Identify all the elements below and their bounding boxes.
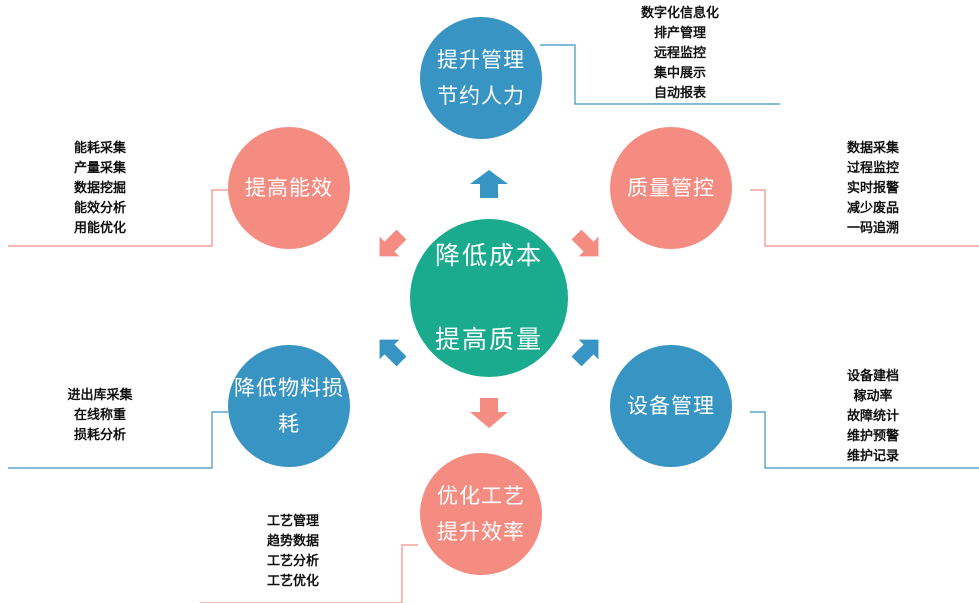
node-bottom: 优化工艺 提升效率 [420,453,542,575]
node-lower-left-label: 降低物料损 耗 [234,376,344,436]
list-item: 排产管理 [653,26,706,41]
list-item: 产量采集 [73,161,126,176]
list-item: 一码追溯 [846,221,899,236]
list-item: 进出库采集 [67,388,133,403]
node-top: 提升管理 节约人力 [420,17,542,139]
list-item: 故障统计 [846,409,899,424]
list-item: 维护记录 [846,449,899,464]
list-item: 自动报表 [653,86,706,101]
center-label: 降低成本 提高质量 [435,193,543,403]
list-item: 工艺管理 [266,514,319,529]
list-item: 数据挖掘 [73,181,126,196]
arrow-upper-left-icon [379,229,407,257]
arrow-up-icon [470,170,508,198]
list-lower-left: 进出库采集 在线称重 损耗分析 [50,386,150,446]
list-item: 稼动率 [853,389,893,404]
leader-line-upper-right [750,189,979,247]
list-item: 数字化信息化 [640,6,719,21]
node-lower-left: 降低物料损 耗 [228,345,350,467]
list-item: 能效分析 [73,201,126,216]
list-item: 减少废品 [846,201,899,216]
list-item: 在线称重 [73,408,126,423]
list-item: 用能优化 [73,221,126,236]
list-lower-right: 设备建档 稼动率 故障统计 维护预警 维护记录 [828,367,918,467]
list-item: 集中展示 [653,66,706,81]
list-bottom: 工艺管理 趋势数据 工艺分析 工艺优化 [248,512,338,592]
list-item: 维护预警 [846,429,899,444]
list-upper-right: 数据采集 过程监控 实时报警 减少废品 一码追溯 [828,139,918,239]
center-label-line1: 降低成本 [434,241,543,270]
list-item: 损耗分析 [73,428,126,443]
node-bottom-label: 优化工艺 提升效率 [437,484,525,544]
node-lower-right-label: 设备管理 [627,394,715,418]
list-item: 远程监控 [653,46,706,61]
node-upper-right: 质量管控 [610,127,732,249]
list-item: 设备建档 [846,369,899,384]
arrow-lower-right-icon [571,339,599,367]
list-item: 数据采集 [846,141,899,156]
list-item: 实时报警 [846,181,899,196]
leader-line-bottom [200,544,418,603]
list-item: 工艺分析 [266,554,319,569]
arrow-lower-left-icon [379,339,407,367]
leader-line-lower-right [750,411,979,469]
leader-line-top [540,44,780,105]
node-upper-right-label: 质量管控 [627,176,715,200]
list-item: 工艺优化 [266,574,319,589]
node-lower-right: 设备管理 [610,345,732,467]
center-circle: 降低成本 提高质量 [410,219,568,377]
arrow-upper-right-icon [571,229,599,257]
list-item: 能耗采集 [73,141,126,156]
leader-line-upper-left [8,189,228,247]
center-label-line2: 提高质量 [434,325,543,354]
node-top-label: 提升管理 节约人力 [437,48,525,108]
list-top: 数字化信息化 排产管理 远程监控 集中展示 自动报表 [620,4,740,104]
arrow-down-icon [470,398,508,428]
list-upper-left: 能耗采集 产量采集 数据挖掘 能效分析 用能优化 [55,139,145,239]
list-item: 过程监控 [846,161,899,176]
list-item: 趋势数据 [266,534,319,549]
leader-line-lower-left [8,411,228,469]
node-upper-left: 提高能效 [228,127,350,249]
node-upper-left-label: 提高能效 [245,176,333,200]
